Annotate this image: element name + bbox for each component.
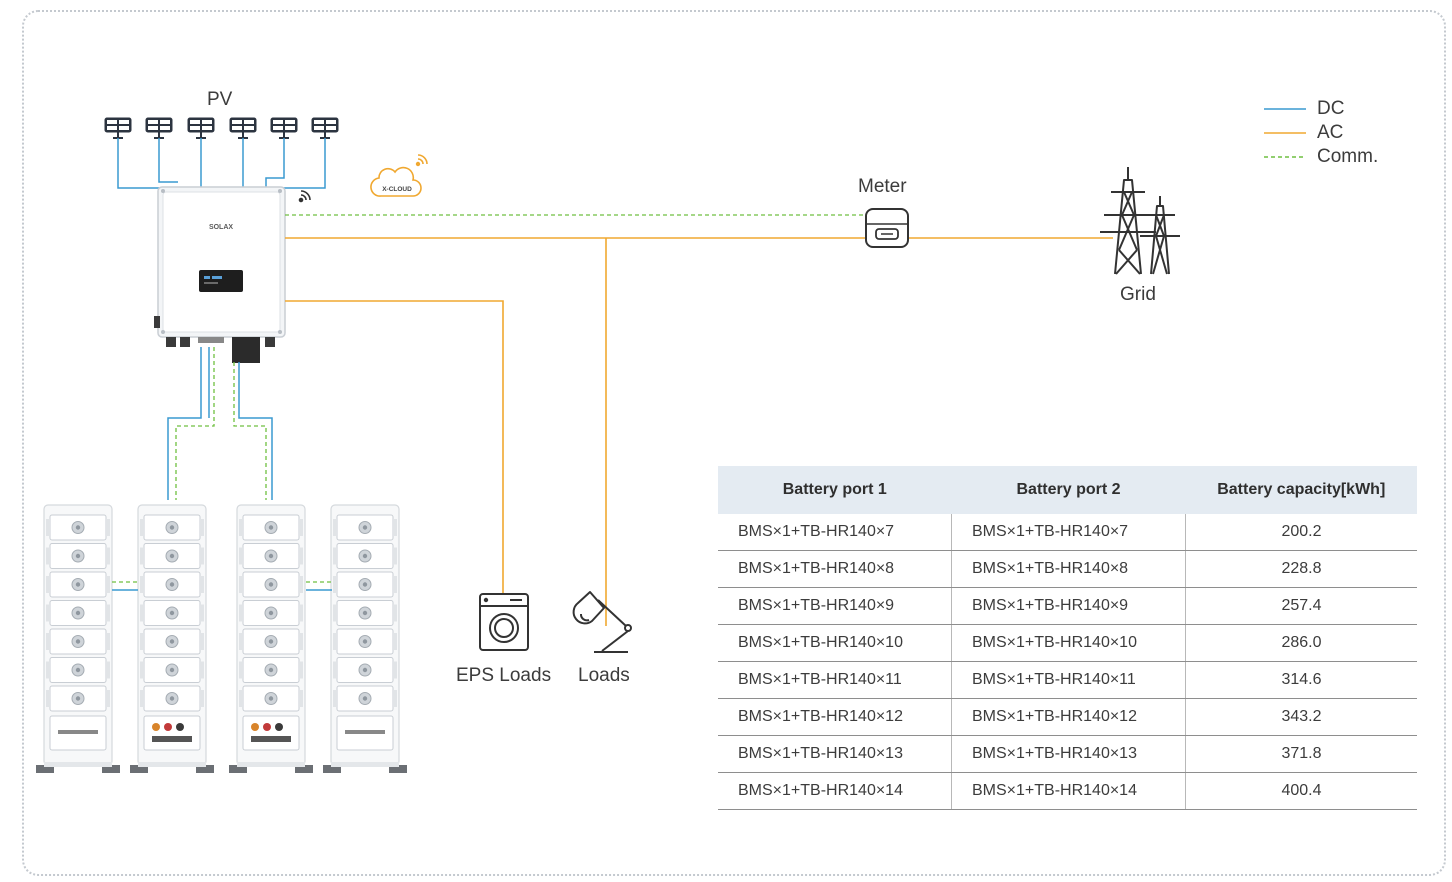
port-2-cell: BMS×1+TB-HR140×13 [951,735,1186,773]
cloud-icon: X-CLOUD [370,154,428,197]
grid-label: Grid [1120,284,1156,305]
table-row: BMS×1+TB-HR140×12 BMS×1+TB-HR140×12 343.… [718,698,1417,736]
diagram-frame [22,10,1446,876]
legend-ac: AC [1317,122,1344,143]
wifi-icon [298,190,311,203]
battery-comm-lines [112,347,332,583]
port-1-cell: BMS×1+TB-HR140×9 [718,587,952,625]
solar-panel-icon [187,117,215,139]
solar-panel-icon [311,117,339,139]
port-2-cell: BMS×1+TB-HR140×12 [951,698,1186,736]
table-header-row: Battery port 1 Battery port 2 Battery ca… [718,466,1417,514]
capacity-cell: 257.4 [1185,587,1417,625]
port-2-cell: BMS×1+TB-HR140×7 [951,514,1186,551]
capacity-cell: 343.2 [1185,698,1417,736]
port-2-cell: BMS×1+TB-HR140×11 [951,661,1186,699]
table-row: BMS×1+TB-HR140×9 BMS×1+TB-HR140×9 257.4 [718,587,1417,625]
port-2-cell: BMS×1+TB-HR140×8 [951,550,1186,588]
table-row: BMS×1+TB-HR140×14 BMS×1+TB-HR140×14 400.… [718,772,1417,810]
pv-label: PV [207,89,233,110]
meter-label: Meter [858,176,907,197]
capacity-cell: 286.0 [1185,624,1417,662]
legend-dc: DC [1317,98,1345,119]
battery-capacity-table: Battery port 1 Battery port 2 Battery ca… [718,466,1417,810]
washing-machine-icon [479,593,529,651]
capacity-cell: 371.8 [1185,735,1417,773]
port-2-cell: BMS×1+TB-HR140×10 [951,624,1186,662]
meter-icon [865,208,909,248]
legend-lines [1264,108,1306,158]
pv-array [104,117,339,139]
port-1-cell: BMS×1+TB-HR140×8 [718,550,952,588]
header-battery-port-1: Battery port 1 [718,466,952,514]
power-tower-icon [1100,167,1180,275]
battery-stacks [36,504,407,773]
inverter-brand: SOLAX [209,224,233,231]
table-row: BMS×1+TB-HR140×10 BMS×1+TB-HR140×10 286.… [718,624,1417,662]
table-row: BMS×1+TB-HR140×7 BMS×1+TB-HR140×7 200.2 [718,514,1417,551]
capacity-cell: 314.6 [1185,661,1417,699]
battery-stack-bms [229,504,313,773]
solar-panel-icon [270,117,298,139]
table-row: BMS×1+TB-HR140×8 BMS×1+TB-HR140×8 228.8 [718,550,1417,588]
port-1-cell: BMS×1+TB-HR140×10 [718,624,952,662]
capacity-cell: 400.4 [1185,772,1417,810]
port-2-cell: BMS×1+TB-HR140×9 [951,587,1186,625]
table-row: BMS×1+TB-HR140×13 BMS×1+TB-HR140×13 371.… [718,735,1417,773]
port-1-cell: BMS×1+TB-HR140×7 [718,514,952,551]
port-1-cell: BMS×1+TB-HR140×14 [718,772,952,810]
port-1-cell: BMS×1+TB-HR140×12 [718,698,952,736]
port-2-cell: BMS×1+TB-HR140×14 [951,772,1186,810]
port-1-cell: BMS×1+TB-HR140×11 [718,661,952,699]
ac-lines [285,237,1113,626]
solar-panel-icon [104,117,132,139]
battery-dc-lines [112,347,332,591]
desk-lamp-icon [572,591,632,653]
inverter: SOLAX [154,186,286,363]
capacity-cell: 228.8 [1185,550,1417,588]
port-1-cell: BMS×1+TB-HR140×13 [718,735,952,773]
eps-loads-label: EPS Loads [456,665,552,686]
cloud-label: X-CLOUD [382,186,412,193]
battery-stack-bms [130,504,214,773]
battery-stack [36,504,120,773]
solar-panel-icon [229,117,257,139]
header-battery-capacity: Battery capacity[kWh] [1185,466,1417,514]
battery-stack [323,504,407,773]
table-row: BMS×1+TB-HR140×11 BMS×1+TB-HR140×11 314.… [718,661,1417,699]
header-battery-port-2: Battery port 2 [951,466,1186,514]
loads-label: Loads [578,665,630,686]
legend-comm: Comm. [1317,146,1379,167]
capacity-cell: 200.2 [1185,514,1417,551]
solar-panel-icon [145,117,173,139]
